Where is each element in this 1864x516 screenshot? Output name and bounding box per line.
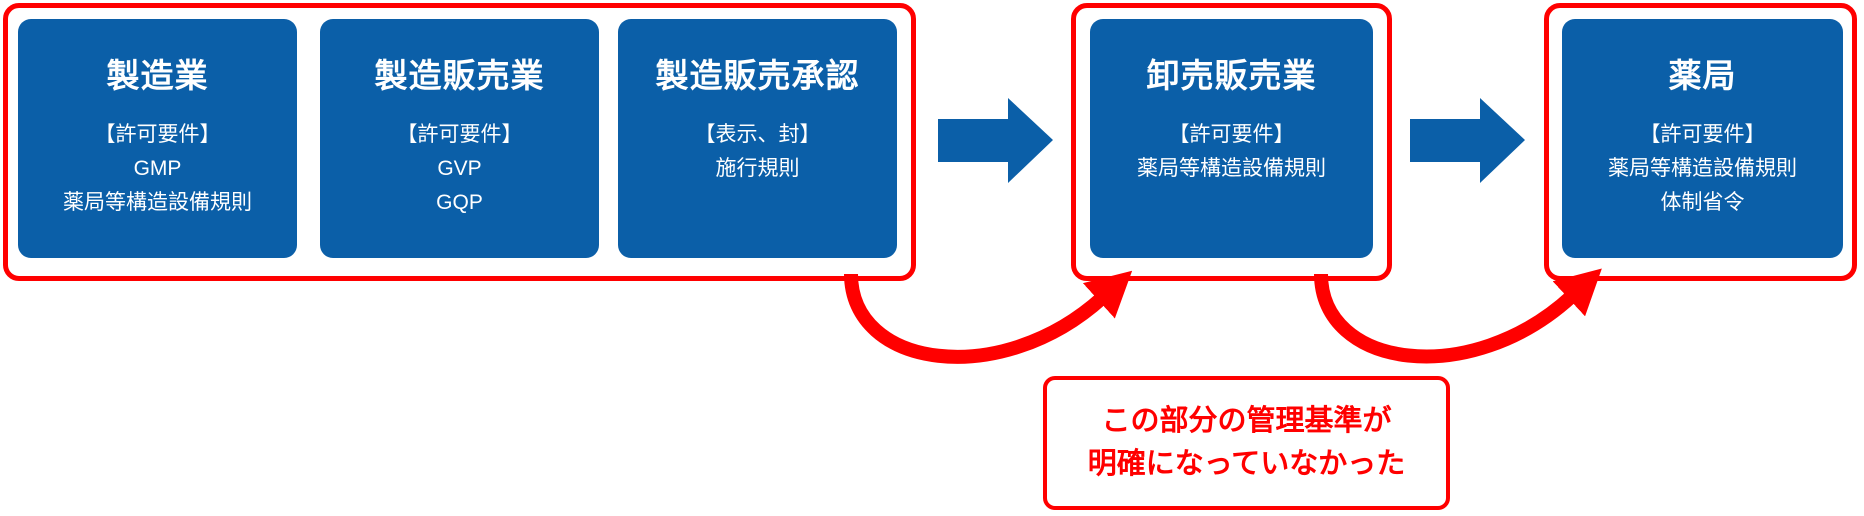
group-outline-wholesale <box>1071 3 1392 281</box>
box-body: 【許可要件】 GVP GQP <box>320 118 599 220</box>
box-line: GVP <box>437 157 482 180</box>
curved-arrow-icon-2 <box>1314 268 1602 364</box>
box-body: 【許可要件】 薬局等構造設備規則 <box>1090 118 1373 186</box>
box-line: 施行規則 <box>715 157 800 180</box>
box-line: 【許可要件】 <box>1168 123 1295 146</box>
box-title: 製造販売承認 <box>655 57 860 94</box>
group-outline-pharmacy <box>1544 3 1857 281</box>
box-line: GQP <box>436 191 483 214</box>
box-seizo-hanbai-shonin: 製造販売承認 【表示、封】 施行規則 <box>618 19 897 258</box>
box-line: 【許可要件】 <box>396 123 523 146</box>
flow-arrow-icon-2 <box>1410 98 1525 183</box>
box-line: 体制省令 <box>1660 191 1745 214</box>
box-body: 【表示、封】 施行規則 <box>618 118 897 186</box>
box-line: 薬局等構造設備規則 <box>1137 157 1326 180</box>
box-line: 【許可要件】 <box>1639 123 1766 146</box>
box-line: 【表示、封】 <box>694 123 821 146</box>
box-line: 【許可要件】 <box>94 123 221 146</box>
box-body: 【許可要件】 薬局等構造設備規則 体制省令 <box>1562 118 1843 220</box>
box-line: 薬局等構造設備規則 <box>63 191 252 214</box>
curved-arrow-icon-1 <box>844 270 1133 364</box>
box-seizogyo: 製造業 【許可要件】 GMP 薬局等構造設備規則 <box>18 19 297 258</box>
annotation-line: 明確になっていなかった <box>1087 448 1406 480</box>
box-line: GMP <box>133 157 182 180</box>
flow-arrow-icon-1 <box>938 98 1053 183</box>
box-line: 薬局等構造設備規則 <box>1608 157 1797 180</box>
box-title: 製造販売業 <box>374 57 545 94</box>
annotation-line: この部分の管理基準が <box>1101 405 1392 437</box>
box-yakkyoku: 薬局 【許可要件】 薬局等構造設備規則 体制省令 <box>1562 19 1843 258</box>
annotation-box: この部分の管理基準が 明確になっていなかった <box>1043 376 1450 510</box>
box-body: 【許可要件】 GMP 薬局等構造設備規則 <box>18 118 297 220</box>
box-title: 卸売販売業 <box>1146 57 1317 94</box>
box-seizo-hanbaigyo: 製造販売業 【許可要件】 GVP GQP <box>320 19 599 258</box>
box-oroshiuri-hanbaigyo: 卸売販売業 【許可要件】 薬局等構造設備規則 <box>1090 19 1373 258</box>
group-outline-manufacturing <box>3 3 916 281</box>
box-title: 製造業 <box>106 57 209 94</box>
box-title: 薬局 <box>1668 57 1737 94</box>
